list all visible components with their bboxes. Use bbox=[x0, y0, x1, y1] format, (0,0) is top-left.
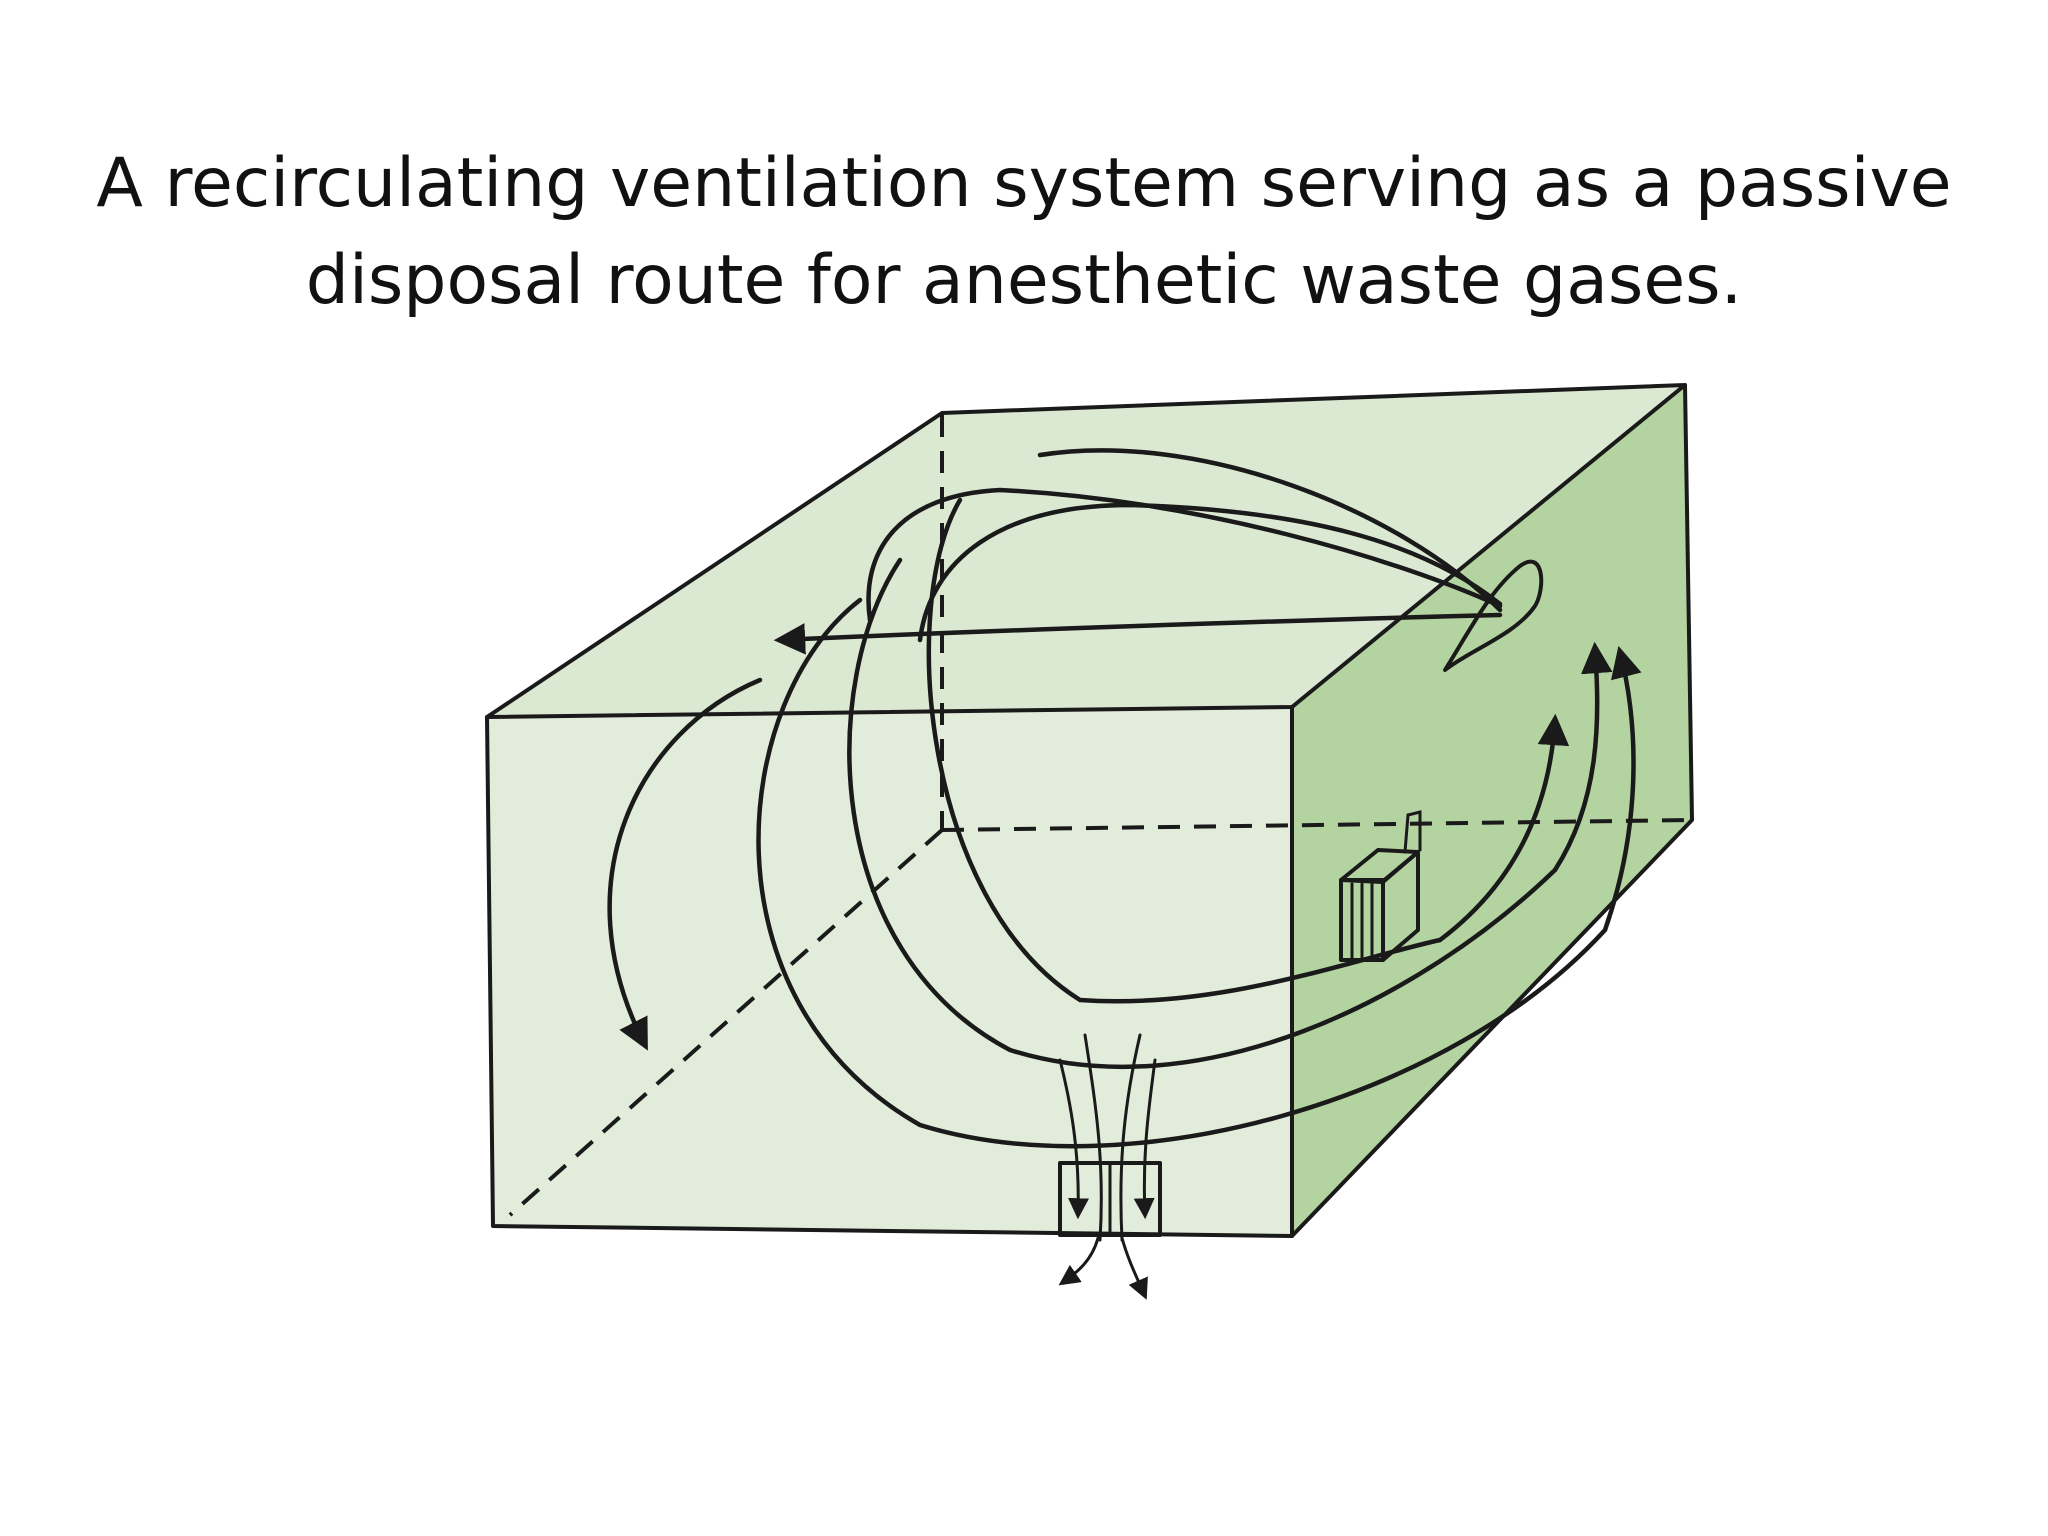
airflow-exhaust-right bbox=[1120, 1236, 1148, 1300]
room-front-face bbox=[487, 707, 1292, 1236]
airflow-side-rise-2 bbox=[1552, 641, 1613, 873]
airflow-side-rise-3 bbox=[1602, 645, 1642, 933]
airflow-big-arc-inner bbox=[926, 497, 1443, 1004]
airflow-paths bbox=[607, 448, 1642, 1300]
title-line-1: A recirculating ventilation system servi… bbox=[96, 144, 1952, 223]
slide-title: A recirculating ventilation system servi… bbox=[0, 135, 2048, 329]
airflow-big-arc-middle bbox=[847, 557, 1558, 1070]
airflow-left-arc bbox=[607, 677, 763, 1051]
hidden-back-floor-edge bbox=[941, 818, 1693, 832]
airflow-side-rise-1 bbox=[1437, 713, 1570, 943]
airflow-top-return bbox=[773, 612, 1503, 655]
airflow-into-vent-right bbox=[1133, 1058, 1157, 1220]
room-side-face bbox=[1292, 385, 1692, 1236]
grille-vent-icon bbox=[1058, 1161, 1162, 1237]
airflow-into-vent-center-1 bbox=[1083, 1033, 1103, 1242]
hidden-side-floor-edge bbox=[508, 828, 944, 1217]
machine-icon bbox=[1339, 810, 1422, 962]
airflow-big-arc-outer bbox=[756, 597, 1608, 1149]
airflow-exhaust-left bbox=[1058, 1236, 1100, 1286]
title-line-2: disposal route for anesthetic waste gase… bbox=[305, 241, 1743, 320]
room-box bbox=[485, 383, 1694, 1238]
airflow-upper-arc-1 bbox=[1037, 448, 1503, 613]
airflow-into-vent-center-2 bbox=[1119, 1033, 1142, 1242]
airflow-into-vent-left bbox=[1058, 1058, 1090, 1220]
airflow-upper-arc-3 bbox=[917, 502, 1503, 643]
airflow-upper-arc-2 bbox=[866, 487, 1503, 623]
